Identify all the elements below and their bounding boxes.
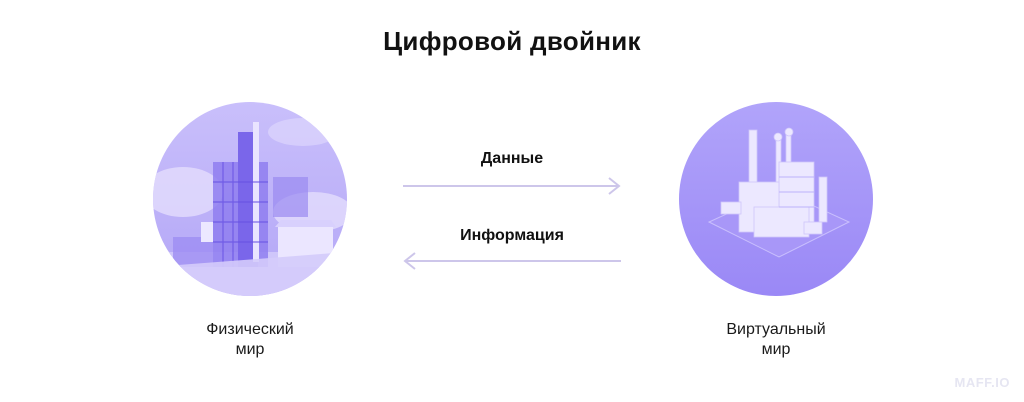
virtual-world-image [679, 102, 873, 296]
watermark: MAFF.IO [954, 375, 1010, 390]
caption-line: Физический [206, 321, 294, 338]
virtual-world-caption: Виртуальный мир [666, 320, 886, 360]
physical-world-image [153, 102, 347, 296]
caption-line: Виртуальный [726, 321, 826, 338]
caption-line: мир [235, 341, 265, 358]
information-flow-label: Информация [460, 227, 564, 244]
page-title: Цифровой двойник [383, 26, 641, 56]
physical-world-caption: Физический мир [140, 320, 360, 360]
caption-line: мир [761, 341, 791, 358]
arrow-left-icon [403, 252, 621, 270]
data-flow-label: Данные [480, 150, 544, 167]
arrow-right-icon [403, 177, 621, 195]
